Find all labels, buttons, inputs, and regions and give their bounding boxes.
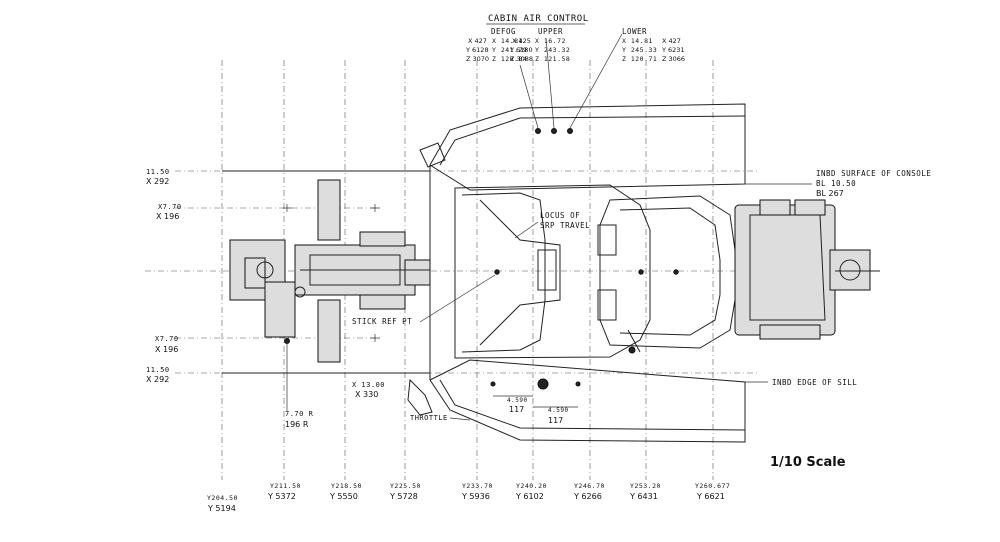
locus-leader — [514, 221, 539, 239]
dim-left-1-top: 11.50 — [146, 168, 170, 176]
x1300-top: X 13.00 — [352, 381, 385, 389]
lower-coord-z: Z 3066 — [662, 55, 685, 63]
dim1-top: 4.590 — [507, 397, 528, 404]
defog-coord-z: Z 3070 — [466, 55, 489, 63]
y-station-3-bottom: Y 5550 — [329, 492, 358, 501]
locus-label-line2: SRP TRAVEL — [540, 221, 590, 230]
dim2-top: 4.590 — [548, 407, 569, 414]
defog-coord-y: Y 6128 — [465, 46, 489, 54]
defog-coord-x: X 427 — [468, 37, 487, 45]
upper-inch-z: Z 121.58 — [535, 55, 570, 63]
dim-left-3-bottom: X 196 — [155, 345, 178, 354]
throttle-leader — [449, 417, 471, 421]
y-station-6-bottom: Y 6102 — [515, 492, 544, 501]
scale-label: 1/10 Scale — [770, 455, 846, 470]
console-label-line3: BL 267 — [816, 189, 844, 198]
upper-label: UPPER — [538, 27, 563, 36]
r770-top: 7.70 R — [285, 410, 314, 418]
dim-left-4-bottom: X 292 — [146, 375, 169, 384]
lower-coord-y: Y 6231 — [661, 46, 685, 54]
y-station-2-top: Y211.50 — [270, 482, 301, 490]
y-station-7-top: Y246.70 — [574, 482, 605, 490]
stick-ref-leader — [419, 274, 496, 323]
locus-label-line1: LOCUS OF — [540, 211, 580, 220]
upper-coord-z: Z 3088 — [510, 55, 533, 63]
lower-inch-y: Y 245.33 — [622, 46, 657, 54]
lower-label: LOWER — [622, 27, 647, 36]
y-station-8-bottom: Y 6431 — [629, 492, 658, 501]
y-station-7-bottom: Y 6266 — [573, 492, 602, 501]
lower-inch-z: Z 120.71 — [622, 55, 657, 63]
lower-coord-x: X 427 — [662, 37, 681, 45]
upper-coord-y: Y 6180 — [509, 46, 533, 54]
cabin-air-knobs — [535, 128, 573, 134]
defog-inch-y: Y 241.29 — [492, 46, 527, 54]
y-station-9-bottom: Y 6621 — [696, 492, 725, 501]
y-station-5-top: Y233.70 — [462, 482, 493, 490]
defog-inch-x: X 14.81 — [492, 37, 523, 45]
r770-bottom: 196 R — [285, 420, 309, 429]
dim-left-1-bottom: X 292 — [146, 177, 169, 186]
pilot-seat — [597, 195, 736, 354]
dim-left-2-bottom: X 196 — [156, 212, 179, 221]
seat-pan — [454, 184, 651, 359]
y-station-1-bottom: Y 5194 — [207, 504, 236, 513]
dim1-bottom: 117 — [509, 405, 524, 414]
y-station-4-top: Y225.50 — [390, 482, 421, 490]
lower-inch-x: X 14.81 — [622, 37, 653, 45]
y-station-8-top: Y253.20 — [630, 482, 661, 490]
defog-outlet — [419, 142, 446, 168]
x1300-bottom: X 330 — [355, 390, 378, 399]
console-label-line2: BL 10.50 — [816, 179, 856, 188]
dim-left-2-top: X7.70 — [158, 203, 182, 211]
y-station-5-bottom: Y 5936 — [461, 492, 490, 501]
dim-left-3-top: X7.70 — [155, 335, 179, 343]
drawing-title: CABIN AIR CONTROL — [488, 14, 589, 24]
stick-ref-label: STICK REF PT — [352, 317, 412, 326]
defog-label: DEFOG — [491, 27, 516, 36]
upper-coord-x: X 425 — [512, 37, 531, 45]
y-station-3-top: Y218.50 — [331, 482, 362, 490]
defog-inch-z: Z 120.84 — [492, 55, 527, 63]
throttle — [407, 378, 581, 416]
y-station-9-top: Y260.677 — [695, 482, 730, 490]
upper-inch-x: X 16.72 — [535, 37, 566, 45]
y-station-1-top: Y204.50 — [207, 494, 238, 502]
console-label-line1: INBD SURFACE OF CONSOLE — [816, 169, 931, 178]
y-station-6-top: Y240.20 — [516, 482, 547, 490]
dim-left-4-top: 11.50 — [146, 366, 170, 374]
control-stick-mechanism — [229, 179, 431, 363]
reference-crosshairs — [283, 204, 679, 342]
throttle-label: THROTTLE — [410, 414, 448, 422]
seat-back-mechanism — [734, 199, 880, 340]
y-station-4-bottom: Y 5728 — [389, 492, 418, 501]
upper-inch-y: Y 243.32 — [535, 46, 570, 54]
sill-label: INBD EDGE OF SILL — [772, 378, 857, 387]
dim2-bottom: 117 — [548, 416, 563, 425]
y-station-2-bottom: Y 5372 — [267, 492, 296, 501]
